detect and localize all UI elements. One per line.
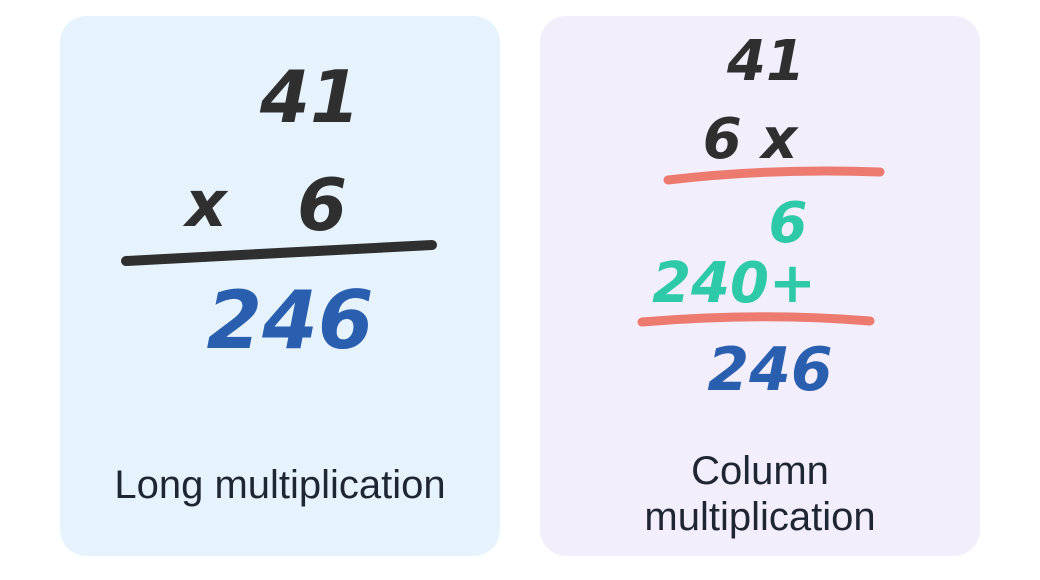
caption-line-two: multiplication bbox=[644, 495, 876, 539]
column-multiplication-card: 41 6 x 6 240+ 246 Column multiplication bbox=[540, 16, 980, 556]
long-multiplication-caption: Long multiplication bbox=[114, 463, 446, 507]
partial-product-one-text: 6 bbox=[769, 191, 808, 256]
first-divider-line bbox=[663, 166, 885, 185]
multiplicand-text: 41 bbox=[259, 55, 360, 139]
result-text: 246 bbox=[207, 274, 374, 367]
card-background bbox=[60, 16, 500, 556]
long-multiplication-card: 41 x 6 246 Long multiplication bbox=[60, 16, 500, 556]
partial-product-two-text: 240+ bbox=[652, 251, 816, 316]
result-text: 246 bbox=[707, 335, 832, 405]
second-divider-line bbox=[637, 312, 875, 327]
column-multiplication-drawing: 41 6 x 6 240+ 246 bbox=[540, 16, 980, 556]
long-multiplication-drawing: 41 x 6 246 bbox=[60, 16, 500, 556]
column-multiplication-caption: Column multiplication bbox=[540, 448, 980, 540]
multiplier-row-text: 6 x bbox=[703, 107, 799, 172]
multiplicand-text: 41 bbox=[726, 29, 805, 94]
card-background bbox=[540, 16, 980, 556]
result-divider-line bbox=[121, 240, 437, 266]
operator-symbol: x bbox=[182, 168, 228, 242]
caption-line-one: Column bbox=[691, 449, 829, 493]
multiplier-text: 6 bbox=[297, 163, 347, 247]
